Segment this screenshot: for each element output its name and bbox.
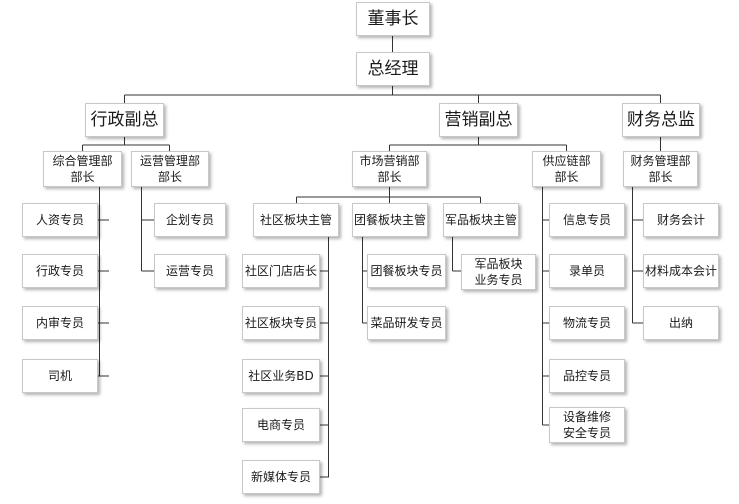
connector xyxy=(542,187,549,426)
dept-name: 市场营销部 xyxy=(359,154,420,168)
connector xyxy=(389,137,567,151)
connector xyxy=(82,137,170,151)
staff-box: 团餐板块专员 xyxy=(367,254,446,288)
staff-label: 社区门店店长 xyxy=(244,264,317,278)
staff-label: 社区业务BD xyxy=(248,369,314,383)
general-affairs-dept-box: 综合管理部 部长 xyxy=(43,151,122,187)
staff-label-line1: 军品板块 xyxy=(474,257,523,271)
staff-box: 人资专员 xyxy=(22,203,98,237)
dept-head: 部长 xyxy=(377,170,402,184)
admin-vp-label: 行政副总 xyxy=(90,110,159,130)
staff-box: 司机 xyxy=(22,359,98,393)
staff-box: 设备维修 安全专员 xyxy=(549,407,625,443)
staff-box: 出纳 xyxy=(643,306,719,340)
staff-label: 运营专员 xyxy=(165,264,214,278)
staff-box: 新媒体专员 xyxy=(242,460,320,494)
finance-director-box: 财务总监 xyxy=(622,103,700,137)
staff-label: 人资专员 xyxy=(35,213,84,227)
staff-label: 司机 xyxy=(47,369,72,383)
marketing-vp-label: 营销副总 xyxy=(444,110,513,130)
section-head-label: 军品板块主管 xyxy=(444,213,517,227)
staff-label: 菜品研发专员 xyxy=(370,316,443,330)
staff-label: 品控专员 xyxy=(562,369,611,383)
staff-box: 军品板块 业务专员 xyxy=(461,254,536,290)
staff-box: 企划专员 xyxy=(154,203,226,237)
staff-box: 内审专员 xyxy=(22,306,98,340)
staff-box: 品控专员 xyxy=(549,359,625,393)
section-head-label: 团餐板块主管 xyxy=(353,213,426,227)
staff-box: 行政专员 xyxy=(22,254,98,288)
staff-box: 物流专员 xyxy=(549,306,625,340)
chairman-box: 董事长 xyxy=(356,2,430,36)
staff-label: 材料成本会计 xyxy=(644,264,717,278)
staff-box: 运营专员 xyxy=(154,254,226,288)
community-head-box: 社区板块主管 xyxy=(253,203,339,237)
staff-label: 电商专员 xyxy=(256,418,305,432)
connector xyxy=(452,237,461,272)
dept-head: 部长 xyxy=(554,170,579,184)
dept-name: 综合管理部 xyxy=(52,154,113,168)
connector xyxy=(632,187,643,324)
marketing-dept-box: 市场营销部 部长 xyxy=(352,151,427,187)
connector xyxy=(320,237,329,478)
general-manager-label: 总经理 xyxy=(367,59,419,79)
staff-label: 财务会计 xyxy=(656,213,705,227)
staff-box: 财务会计 xyxy=(643,203,719,237)
staff-label: 信息专员 xyxy=(562,213,611,227)
connector xyxy=(362,237,367,324)
staff-box: 电商专员 xyxy=(242,408,320,442)
dept-name: 运营管理部 xyxy=(139,154,200,168)
staff-label: 录单员 xyxy=(568,264,605,278)
dept-head: 部长 xyxy=(157,170,182,184)
staff-box: 社区业务BD xyxy=(242,359,320,393)
staff-box: 社区门店店长 xyxy=(242,254,320,288)
staff-label: 企划专员 xyxy=(165,213,214,227)
staff-label: 内审专员 xyxy=(35,316,84,330)
section-head-label: 社区板块主管 xyxy=(259,213,332,227)
staff-label: 物流专员 xyxy=(562,316,611,330)
finance-dept-box: 财务管理部 部长 xyxy=(623,151,698,187)
operations-dept-box: 运营管理部 部长 xyxy=(131,151,209,187)
staff-label: 出纳 xyxy=(668,316,693,330)
staff-label: 团餐板块专员 xyxy=(370,264,443,278)
staff-label-line2: 安全专员 xyxy=(562,426,611,440)
marketing-vp-box: 营销副总 xyxy=(439,103,518,137)
connector xyxy=(296,187,481,203)
staff-box: 材料成本会计 xyxy=(643,254,719,288)
admin-vp-box: 行政副总 xyxy=(85,103,164,137)
dept-name: 供应链部 xyxy=(542,154,591,168)
staff-box: 录单员 xyxy=(549,254,625,288)
supply-chain-dept-box: 供应链部 部长 xyxy=(532,151,601,187)
staff-label: 行政专员 xyxy=(35,264,84,278)
staff-box: 菜品研发专员 xyxy=(367,306,446,340)
staff-box: 社区板块专员 xyxy=(242,306,320,340)
dept-name: 财务管理部 xyxy=(630,154,691,168)
dept-head: 部长 xyxy=(648,170,673,184)
finance-director-label: 财务总监 xyxy=(627,110,695,130)
staff-label: 社区板块专员 xyxy=(244,316,317,330)
connector xyxy=(141,187,154,272)
connector xyxy=(98,187,109,377)
staff-label-line2: 业务专员 xyxy=(474,273,523,287)
group-meal-head-box: 团餐板块主管 xyxy=(352,203,428,237)
dept-head: 部长 xyxy=(70,170,95,184)
staff-box: 信息专员 xyxy=(549,203,625,237)
connector xyxy=(124,86,661,103)
staff-label: 新媒体专员 xyxy=(250,470,311,484)
staff-label-line1: 设备维修 xyxy=(562,410,611,424)
general-manager-box: 总经理 xyxy=(356,52,430,86)
military-head-box: 军品板块主管 xyxy=(443,203,519,237)
chairman-label: 董事长 xyxy=(367,9,419,29)
